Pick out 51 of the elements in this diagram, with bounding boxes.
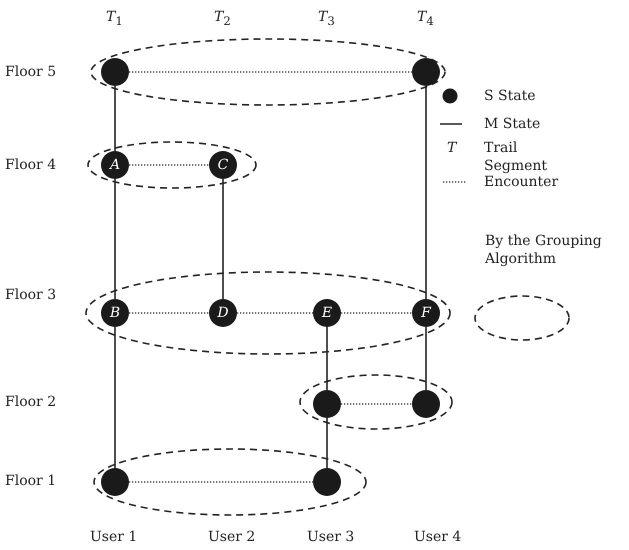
- state-line: [425, 327, 427, 390]
- encounter-line: [237, 312, 313, 314]
- floor-label: Floor 4: [5, 156, 56, 174]
- state-line: [326, 418, 328, 468]
- group-ellipse: [299, 374, 453, 430]
- user-label: User 1: [90, 528, 138, 546]
- state-dot: [101, 468, 129, 496]
- encounter-line: [129, 481, 313, 483]
- state-dot: [313, 390, 341, 418]
- state-line: [222, 179, 224, 299]
- encounter-line: [341, 312, 412, 314]
- group-ellipse: [87, 141, 257, 189]
- state-dot: [412, 390, 440, 418]
- state-dot: [101, 58, 129, 86]
- state-dot: C: [209, 151, 237, 179]
- state-line: [114, 86, 116, 151]
- floor-label: Floor 2: [5, 393, 56, 411]
- state-dot: E: [313, 299, 341, 327]
- floor-label: Floor 5: [5, 63, 56, 81]
- state-line: [114, 179, 116, 299]
- trail-label: T$_{1}$: [106, 8, 123, 30]
- state-dot: [412, 58, 440, 86]
- state-dot: B: [101, 299, 129, 327]
- user-label: User 4: [414, 528, 462, 546]
- legend-text: Encounter: [484, 174, 560, 191]
- user-label: User 3: [307, 528, 354, 546]
- trail-label: T$_{4}$: [417, 8, 434, 30]
- group-ellipse: [93, 448, 367, 516]
- state-dot: A: [101, 151, 129, 179]
- encounter-line: [129, 164, 209, 166]
- trail-label: T$_{2}$: [214, 8, 231, 30]
- group-ellipse: [85, 271, 451, 355]
- legend-text: M State: [484, 115, 542, 133]
- trail-label: T$_{3}$: [318, 8, 335, 30]
- state-dot: [313, 468, 341, 496]
- user-label: User 2: [208, 528, 256, 546]
- state-dot: F: [412, 299, 440, 327]
- state-dot: D: [209, 299, 237, 327]
- state-line: [326, 327, 328, 390]
- encounter-line: [341, 403, 412, 405]
- encounter-line: [129, 312, 209, 314]
- legend-symbol: T: [447, 139, 456, 157]
- encounter-line: [129, 71, 412, 73]
- group-ellipse: [90, 38, 446, 106]
- floor-label: Floor 1: [5, 472, 56, 490]
- state-line: [425, 86, 427, 299]
- legend-text: Trail Segment: [484, 139, 548, 175]
- legend-text: By the Grouping Algorithm: [485, 232, 603, 268]
- floor-label: Floor 3: [5, 286, 56, 304]
- state-line: [114, 327, 116, 468]
- legend-text: S State: [484, 87, 537, 105]
